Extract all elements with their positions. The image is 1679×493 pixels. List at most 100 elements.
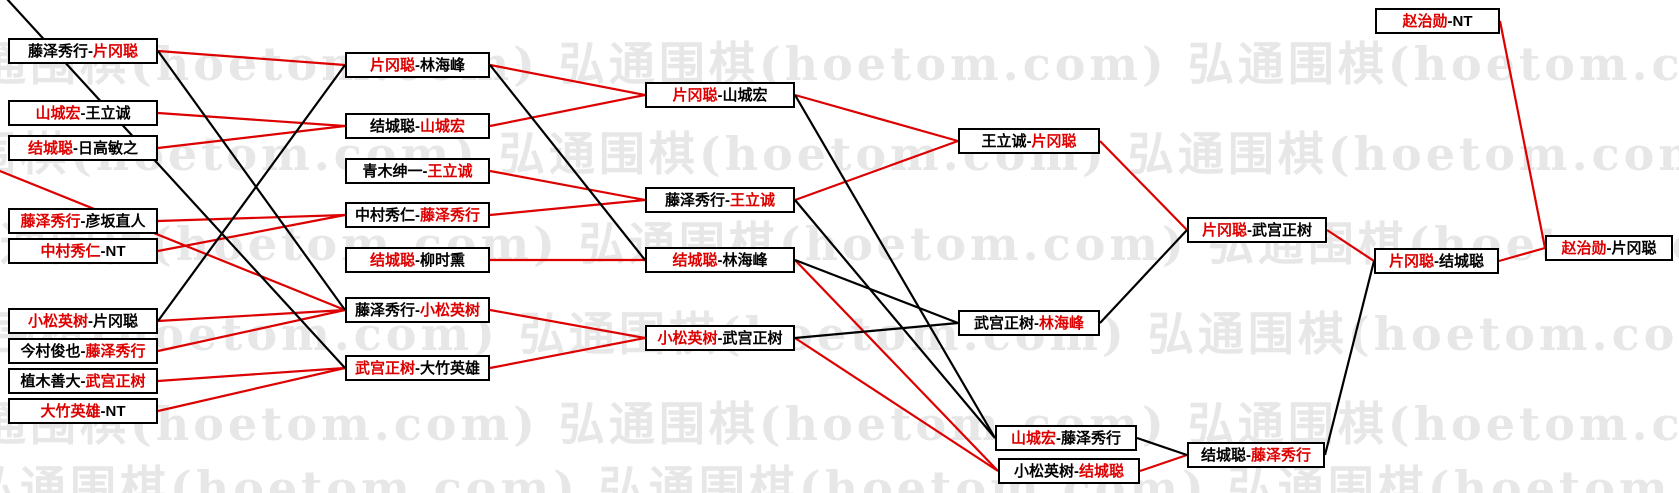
edge-b15-b20-red — [489, 308, 646, 340]
match-box-b3[interactable]: 结城聪-日高敏之 — [8, 135, 158, 161]
hyphen: - — [422, 162, 428, 180]
edge-b3-b11-red — [157, 124, 346, 150]
edge-b25-b27-red — [1326, 229, 1375, 262]
hyphen: - — [80, 104, 86, 122]
edge-b6-b10-black — [157, 64, 346, 322]
edge-b24-b26-red — [1139, 453, 1188, 473]
match-box-b15[interactable]: 藤泽秀行-小松英树 — [345, 297, 490, 323]
edge-b5-b13-red — [157, 213, 346, 253]
edge-b28-b29-red — [1498, 20, 1547, 249]
player-right-loser: 日高敏之 — [78, 139, 139, 157]
match-box-b29[interactable]: 赵治勋-片冈聪 — [1545, 235, 1673, 261]
player-right-loser: 武宫正树 — [1252, 221, 1313, 239]
match-box-b8[interactable]: 植木善大-武宫正树 — [8, 368, 158, 394]
edge-b10-b17-red — [489, 63, 646, 97]
match-box-b2[interactable]: 山城宏-王立诚 — [8, 100, 158, 126]
match-box-b9[interactable]: 大竹英雄-NT — [8, 398, 158, 424]
player-left-loser: 结城聪 — [369, 117, 415, 135]
player-right-loser: 结城聪 — [1439, 252, 1485, 270]
player-left-winner: 片冈聪 — [1201, 221, 1247, 239]
edge-b26-b27-black — [1323, 260, 1376, 456]
player-right-loser: 片冈聪 — [1611, 239, 1657, 257]
edge-b2-b11-red — [157, 111, 346, 128]
player-left-loser: 中村秀仁 — [354, 206, 415, 224]
match-box-b18[interactable]: 藤泽秀行-王立诚 — [645, 187, 795, 213]
player-right-winner: 片冈聪 — [93, 42, 139, 60]
hyphen: - — [717, 329, 723, 347]
edge-b19-b22-black — [794, 258, 959, 325]
edge-b7-b15-red — [157, 308, 346, 353]
hyphen: - — [1034, 314, 1039, 332]
player-left-loser: 王立诚 — [981, 132, 1027, 150]
match-box-b14[interactable]: 结城聪-柳时熏 — [345, 247, 490, 273]
match-box-b7[interactable]: 今村俊也-藤泽秀行 — [8, 338, 158, 364]
player-left-winner: 赵治勋 — [1561, 239, 1607, 257]
match-box-b6[interactable]: 小松英树-片冈聪 — [8, 308, 158, 334]
player-right-winner: 藤泽秀行 — [1251, 446, 1312, 464]
match-box-b27[interactable]: 片冈聪-结城聪 — [1374, 248, 1499, 274]
hyphen: - — [73, 139, 78, 157]
match-box-b5[interactable]: 中村秀仁-NT — [8, 238, 158, 264]
player-left-loser: 植木善大 — [20, 372, 81, 390]
hyphen: - — [415, 117, 420, 135]
player-right-winner: 王立诚 — [427, 162, 473, 180]
hyphen: - — [717, 86, 723, 104]
match-box-b28[interactable]: 赵治勋-NT — [1375, 8, 1500, 34]
match-box-b24[interactable]: 小松英树-结城聪 — [998, 458, 1140, 484]
player-left-winner: 小松英树 — [657, 329, 718, 347]
player-right-winner: 片冈聪 — [1031, 132, 1077, 150]
edge-b1-b10-red — [157, 49, 346, 67]
player-left-winner: 片冈聪 — [369, 56, 415, 74]
match-box-b25[interactable]: 片冈聪-武宫正树 — [1187, 217, 1327, 243]
match-box-b12[interactable]: 青木绅一-王立诚 — [345, 158, 490, 184]
match-box-b17[interactable]: 片冈聪-山城宏 — [645, 82, 795, 108]
player-right-winner: 武宫正树 — [85, 372, 146, 390]
edge-b19-b24-red — [794, 259, 999, 472]
hyphen: - — [1026, 132, 1032, 150]
player-right-winner: 山城宏 — [420, 117, 466, 135]
match-box-b1[interactable]: 藤泽秀行-片冈聪 — [8, 38, 158, 64]
match-box-b19[interactable]: 结城聪-林海峰 — [645, 247, 795, 273]
player-left-loser: 藤泽秀行 — [354, 301, 415, 319]
edge-b17-b21-red — [794, 93, 959, 143]
match-box-b4[interactable]: 藤泽秀行-彦坂直人 — [8, 208, 158, 234]
hyphen: - — [80, 342, 86, 360]
match-box-b26[interactable]: 结城聪-藤泽秀行 — [1187, 442, 1325, 468]
player-right-loser: 武宫正树 — [722, 329, 783, 347]
match-box-b16[interactable]: 武宫正树-大竹英雄 — [345, 355, 490, 381]
player-right-loser: 林海峰 — [420, 56, 466, 74]
edge-b13-b18-red — [489, 198, 646, 217]
match-box-b10[interactable]: 片冈聪-林海峰 — [345, 52, 490, 78]
hyphen: - — [1074, 462, 1079, 480]
player-right-loser: 柳时熏 — [420, 251, 466, 269]
player-left-winner: 大竹英雄 — [40, 402, 101, 420]
edge-b18-b23-black — [794, 199, 996, 439]
edge-b21-b25-red — [1099, 140, 1188, 231]
player-right-loser: 大竹英雄 — [420, 359, 481, 377]
hyphen: - — [1606, 239, 1612, 257]
match-box-b11[interactable]: 结城聪-山城宏 — [345, 113, 490, 139]
match-box-b22[interactable]: 武宫正树-林海峰 — [958, 310, 1100, 336]
edge-b1-b15-black — [157, 50, 346, 311]
player-left-winner: 山城宏 — [1010, 429, 1056, 447]
edge-b9-b16-red — [157, 366, 346, 413]
player-right-loser: NT — [105, 242, 126, 260]
hyphen: - — [415, 251, 420, 269]
match-box-b20[interactable]: 小松英树-武宫正树 — [645, 325, 795, 351]
hyphen: - — [80, 212, 86, 230]
edge-b11-b17-red — [489, 93, 646, 128]
player-left-loser: 藤泽秀行 — [664, 191, 725, 209]
match-box-b23[interactable]: 山城宏-藤泽秀行 — [995, 425, 1137, 451]
hyphen: - — [1447, 12, 1453, 30]
match-box-b21[interactable]: 王立诚-片冈聪 — [958, 128, 1100, 154]
edge-b8-b16-red — [157, 366, 346, 383]
hyphen: - — [88, 312, 93, 330]
edge-b20-b22-black — [794, 321, 959, 340]
edge-b27-b29-red — [1498, 246, 1546, 263]
player-right-loser: NT — [105, 402, 126, 420]
edge-b16-b20-red — [489, 336, 646, 370]
hyphen: - — [725, 191, 730, 209]
player-right-winner: 藤泽秀行 — [85, 342, 146, 360]
match-box-b13[interactable]: 中村秀仁-藤泽秀行 — [345, 202, 490, 228]
